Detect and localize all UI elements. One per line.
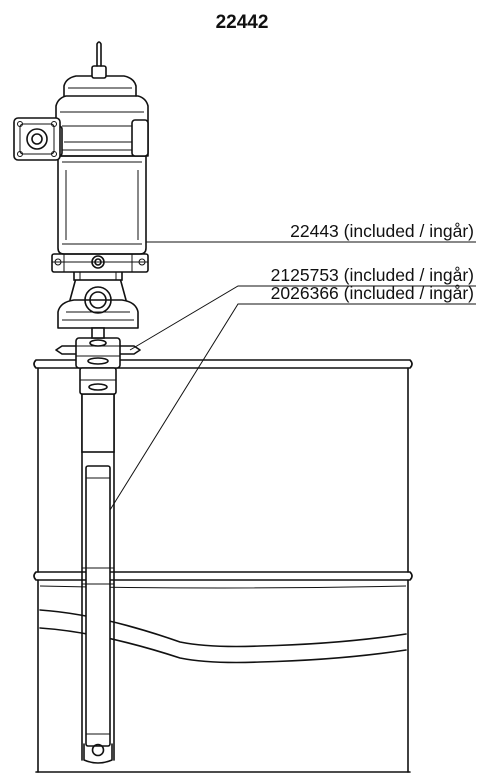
callout-leaders: [109, 241, 476, 511]
pump-housing: [51, 253, 149, 339]
drum: [33, 359, 413, 773]
callout-label-2125753: 2125753 (included / ingår): [271, 265, 474, 285]
suction-tube: [81, 393, 115, 764]
motor: [13, 41, 149, 255]
diagram-title: 22442: [216, 12, 269, 33]
bung-adapter: [55, 337, 141, 395]
callout-label-22443: 22443 (included / ingår): [290, 221, 474, 241]
callout-label-2026366: 2026366 (included / ingår): [271, 283, 474, 303]
